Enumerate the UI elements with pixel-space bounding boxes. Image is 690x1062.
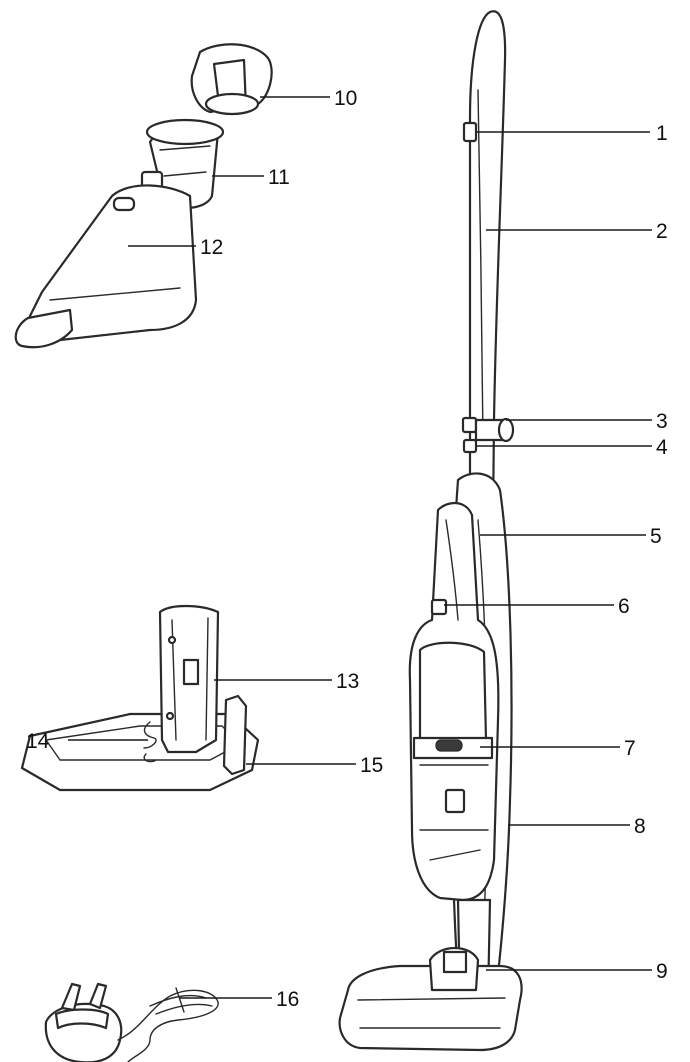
callout-7: 7	[624, 737, 636, 760]
callout-16: 16	[276, 988, 299, 1011]
power-button	[462, 121, 478, 143]
callout-9: 9	[656, 960, 668, 983]
handheld-top-button	[430, 598, 448, 616]
callout-10: 10	[334, 87, 357, 110]
callout-5: 5	[650, 525, 662, 548]
callout-15: 15	[360, 754, 383, 777]
callout-3: 3	[656, 410, 668, 433]
callout-11: 11	[268, 166, 290, 189]
callout-2: 2	[656, 220, 668, 243]
callout-labels: 1 2 3 4 5 6 7 8 9 10 11 12 13 14 15 16	[26, 87, 668, 1011]
stick-vacuum-illustration	[338, 10, 523, 1052]
callout-1: 1	[656, 122, 668, 145]
dust-container-exploded-illustration	[14, 43, 273, 349]
callout-4: 4	[656, 436, 668, 459]
charger-cord	[117, 989, 219, 1062]
callout-8: 8	[634, 815, 646, 838]
leader-lines	[68, 96, 652, 999]
charging-contact-post	[222, 694, 248, 776]
callout-14: 14	[26, 730, 50, 753]
callout-12: 12	[200, 236, 223, 259]
callout-13: 13	[336, 670, 359, 693]
handheld-release-button	[462, 438, 478, 454]
release-button	[461, 416, 478, 434]
coiled-cable	[143, 721, 157, 763]
charger-adapter-illustration	[44, 982, 219, 1062]
dust-release-button	[435, 739, 463, 752]
charging-base-illustration	[20, 604, 260, 792]
callout-6: 6	[618, 595, 630, 618]
